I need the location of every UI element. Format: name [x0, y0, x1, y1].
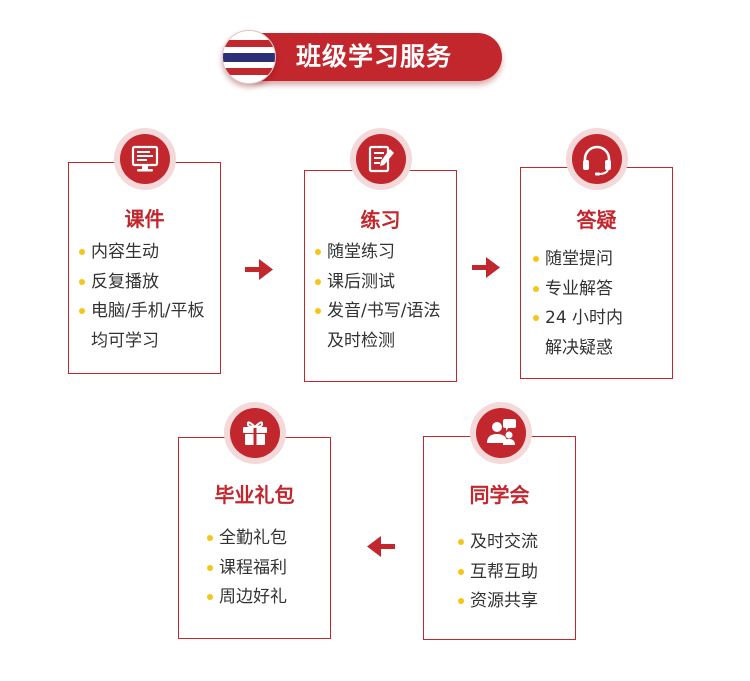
list-item: 课程福利 [207, 554, 287, 584]
bullet-dot-icon [533, 285, 539, 292]
bullet-dot-icon [533, 315, 539, 321]
feature-list: 及时交流 互帮互助 资源共享 [458, 528, 538, 617]
card-title: 答疑 [576, 208, 617, 232]
feature-list: 全勤礼包 课程福利 周边好礼 [207, 524, 287, 613]
card-graduation: 毕业礼包 全勤礼包 课程福利 周边好礼 [178, 437, 331, 639]
feature-list: 随堂提问 专业解答 24 小时内 解决疑惑 [533, 245, 623, 363]
bullet-dot-icon [315, 308, 321, 314]
bullet-dot-icon [79, 278, 85, 285]
headset-icon [572, 134, 622, 184]
page-title: 班级学习服务 [296, 42, 453, 71]
list-item: 24 小时内 [533, 304, 623, 334]
list-item: 课后测试 [315, 268, 440, 298]
list-item: 反复播放 [79, 268, 204, 298]
list-item: 及时检测 [327, 330, 395, 351]
list-item: 随堂提问 [533, 245, 623, 275]
bullet-dot-icon [207, 535, 213, 541]
bullet-dot-icon [79, 308, 85, 314]
users-chat-icon [476, 408, 526, 458]
card-title: 同学会 [469, 483, 530, 507]
card-title: 毕业礼包 [214, 483, 295, 507]
card-title: 课件 [124, 207, 165, 231]
list-item: 发音/书写/语法 [315, 297, 440, 327]
card-title: 练习 [360, 208, 401, 232]
list-item: 周边好礼 [207, 583, 287, 613]
feature-list: 随堂练习 课后测试 发音/书写/语法 及时检测 [315, 238, 440, 356]
list-item: 均可学习 [91, 330, 159, 351]
header-banner: 班级学习服务 [222, 30, 504, 84]
thailand-flag-icon [222, 30, 276, 84]
classmates-icon-badge [470, 402, 532, 464]
list-item: 随堂练习 [315, 238, 440, 268]
arrow-right-icon [245, 259, 273, 280]
bullet-dot-icon [458, 568, 464, 575]
card-courseware: 课件 内容生动 反复播放 电脑/手机/平板 均可学习 [68, 162, 221, 374]
gift-icon [230, 408, 280, 458]
list-item: 资源共享 [458, 587, 538, 617]
bullet-dot-icon [79, 249, 85, 255]
feature-list: 内容生动 反复播放 电脑/手机/平板 均可学习 [79, 238, 204, 356]
list-item: 专业解答 [533, 275, 623, 305]
practice-icon-badge [350, 128, 412, 190]
header-pill [240, 33, 502, 81]
card-practice: 练习 随堂练习 课后测试 发音/书写/语法 及时检测 [304, 170, 457, 382]
bullet-dot-icon [533, 256, 539, 262]
bullet-dot-icon [458, 539, 464, 545]
notepad-pencil-icon [356, 134, 406, 184]
bullet-dot-icon [315, 249, 321, 255]
bullet-dot-icon [207, 564, 213, 571]
list-item: 全勤礼包 [207, 524, 287, 554]
card-qa: 答疑 随堂提问 专业解答 24 小时内 解决疑惑 [520, 167, 673, 379]
card-classmates: 同学会 及时交流 互帮互助 资源共享 [423, 436, 576, 640]
graduation-icon-badge [224, 402, 286, 464]
monitor-icon [120, 134, 170, 184]
list-item: 解决疑惑 [545, 337, 613, 358]
courseware-icon-badge [114, 128, 176, 190]
bullet-dot-icon [207, 594, 213, 600]
list-item: 电脑/手机/平板 [79, 297, 204, 327]
arrow-right-icon [472, 257, 500, 278]
list-item: 内容生动 [79, 238, 204, 268]
qa-icon-badge [566, 128, 628, 190]
list-item: 互帮互助 [458, 558, 538, 588]
list-item: 及时交流 [458, 528, 538, 558]
bullet-dot-icon [315, 278, 321, 285]
bullet-dot-icon [458, 598, 464, 604]
arrow-left-icon [367, 536, 395, 557]
